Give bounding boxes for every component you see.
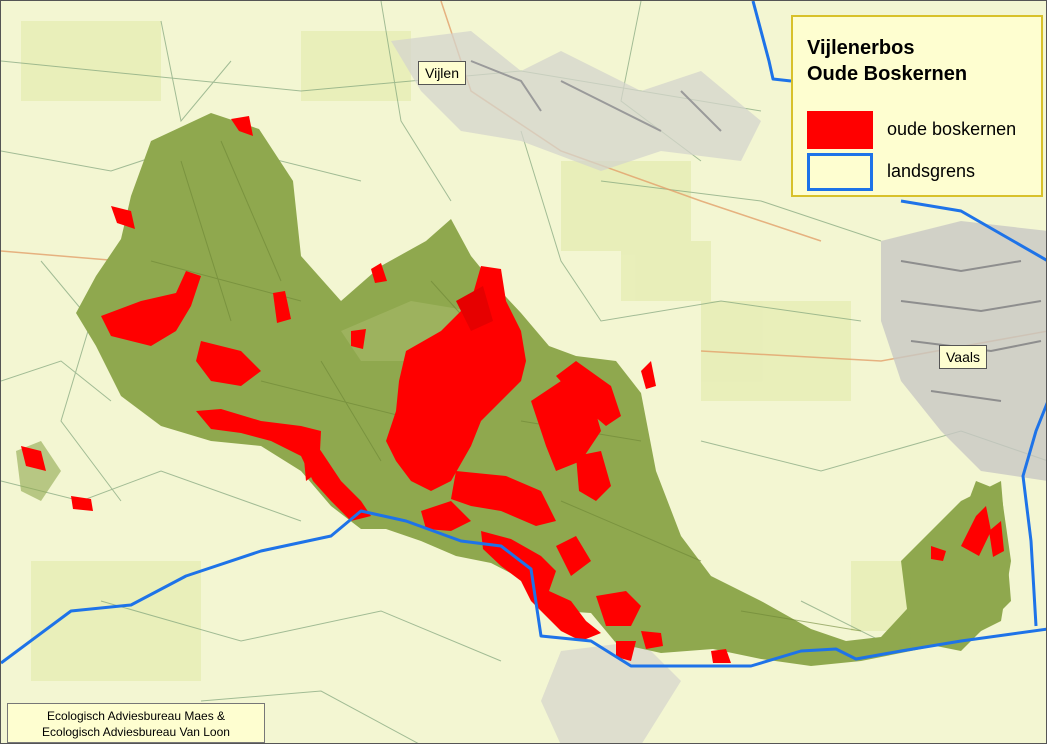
urban-area-vijlen: [391, 31, 761, 171]
credit-line1: Ecologisch Adviesbureau Maes &: [46, 709, 226, 723]
place-name: Vaals: [946, 349, 980, 365]
legend-title: Vijlenerbos Oude Boskernen: [807, 35, 967, 87]
place-label-vaals: Vaals: [939, 345, 987, 369]
place-name: Vijlen: [425, 65, 459, 81]
old-forest-cores: [21, 116, 1004, 663]
legend-label: oude boskernen: [887, 119, 1017, 139]
place-label-vijlen: Vijlen: [418, 61, 466, 85]
legend-title-line2: Oude Boskernen: [807, 63, 968, 85]
credit-box: Ecologisch Adviesbureau Maes & Ecologisc…: [7, 703, 265, 743]
legend-swatch-blue-outline: [807, 153, 873, 191]
legend-label: landsgrens: [887, 161, 976, 181]
country-border: [1, 1, 1046, 668]
credit-line2: Ecologisch Adviesbureau Van Loon: [42, 725, 230, 739]
legend-swatch-red: [807, 111, 873, 149]
legend: Vijlenerbos Oude Boskernen oude boskerne…: [791, 15, 1043, 197]
legend-title-line1: Vijlenerbos: [807, 37, 915, 59]
